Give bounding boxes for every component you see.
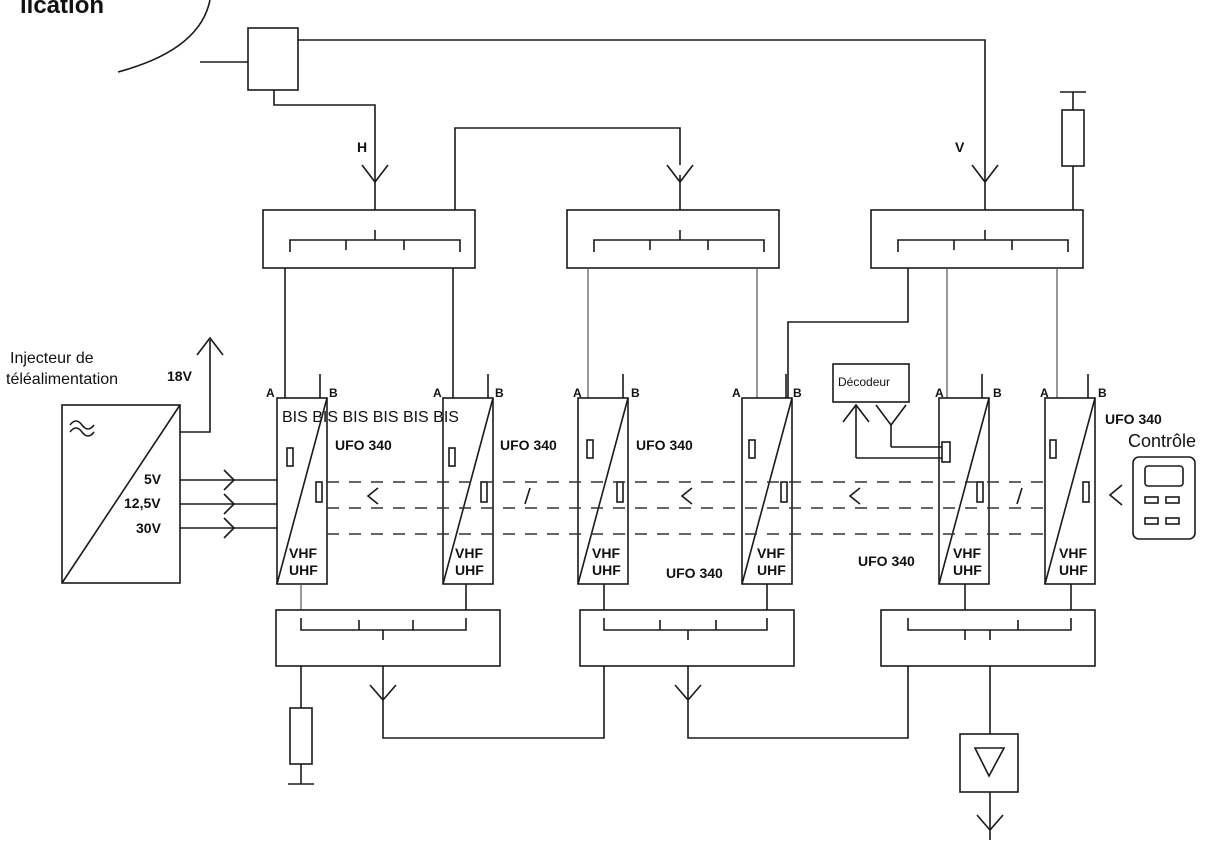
antenna-arrow-icon — [666, 164, 694, 210]
lnb-h-line — [273, 90, 376, 175]
module-5 — [938, 397, 990, 585]
terminator-icon — [288, 666, 314, 785]
ac-power-icon — [69, 420, 95, 430]
module-2 — [442, 397, 494, 585]
control-bus — [327, 481, 1045, 535]
port-a-label: A — [732, 386, 741, 400]
voltage-5v: 5V — [144, 471, 162, 487]
antenna-arrow-icon — [971, 164, 999, 210]
voltage-18v: 18V — [167, 368, 192, 384]
uhf-label: UHF — [953, 562, 982, 578]
antenna-arrow-icon — [369, 666, 397, 702]
top-splitter-3 — [870, 209, 1084, 269]
page-title: lication — [20, 0, 105, 19]
vhf-label: VHF — [953, 545, 981, 561]
module-3 — [577, 397, 629, 585]
port-b-label: B — [495, 386, 504, 400]
remote-control-icon — [1108, 456, 1196, 540]
port-b-label: B — [631, 386, 640, 400]
decoder-arrows — [842, 403, 951, 463]
top-splitter-2 — [566, 209, 780, 269]
decoder-label: Décodeur — [838, 375, 891, 389]
antenna-arrow-icon — [361, 164, 389, 210]
bottom-combiner-1 — [275, 609, 501, 667]
module-6 — [1044, 397, 1096, 585]
voltage-12v: 12,5V — [124, 495, 161, 511]
lnb-v-line — [298, 39, 986, 175]
bottom-combiner-3 — [880, 609, 1096, 667]
label-v: V — [955, 139, 965, 155]
ufo-label: UFO 340 — [636, 437, 693, 453]
cascade-line-bottom-1 — [382, 666, 605, 739]
port-b-label: B — [793, 386, 802, 400]
ufo-label: UFO 340 — [1105, 411, 1162, 427]
ufo-label: UFO 340 — [858, 553, 915, 569]
uhf-label: UHF — [289, 562, 318, 578]
ufo-label: UFO 340 — [500, 437, 557, 453]
controle-label: Contrôle — [1128, 431, 1197, 451]
port-a-label: A — [935, 386, 944, 400]
uhf-label: UHF — [757, 562, 786, 578]
port-a-label: A — [266, 386, 275, 400]
port-a-label: A — [573, 386, 582, 400]
uhf-label: UHF — [455, 562, 484, 578]
port-a-label: A — [433, 386, 442, 400]
bis-row: BIS BIS BIS BIS BIS BIS — [282, 409, 459, 426]
ufo-label: UFO 340 — [335, 437, 392, 453]
vhf-label: VHF — [1059, 545, 1087, 561]
injecteur-label-2: téléalimentation — [6, 371, 119, 388]
vhf-label: VHF — [757, 545, 785, 561]
amplifier-icon — [959, 666, 1019, 840]
injecteur-label-1: Injecteur de — [10, 350, 94, 367]
cascade-line-top — [454, 127, 681, 210]
voltage-30v: 30V — [136, 520, 161, 536]
ufo-label: UFO 340 — [666, 565, 723, 581]
port-b-label: B — [329, 386, 338, 400]
bottom-combiner-2 — [579, 609, 795, 667]
power-injector — [61, 336, 277, 584]
port-b-label: B — [993, 386, 1002, 400]
vhf-label: VHF — [592, 545, 620, 561]
cascade-line-bottom-2 — [687, 666, 909, 739]
lnb-box — [247, 27, 299, 91]
label-h: H — [357, 139, 368, 155]
uhf-label: UHF — [592, 562, 621, 578]
vhf-label: VHF — [289, 545, 317, 561]
terminator-icon — [1060, 91, 1086, 210]
module-1 — [276, 397, 328, 585]
top-splitter-1 — [262, 209, 476, 269]
uhf-label: UHF — [1059, 562, 1088, 578]
port-a-label: A — [1040, 386, 1049, 400]
antenna-arrow-icon — [674, 666, 702, 702]
dish-antenna-icon — [117, 0, 211, 73]
vhf-label: VHF — [455, 545, 483, 561]
decoder-box — [832, 363, 910, 403]
port-b-label: B — [1098, 386, 1107, 400]
